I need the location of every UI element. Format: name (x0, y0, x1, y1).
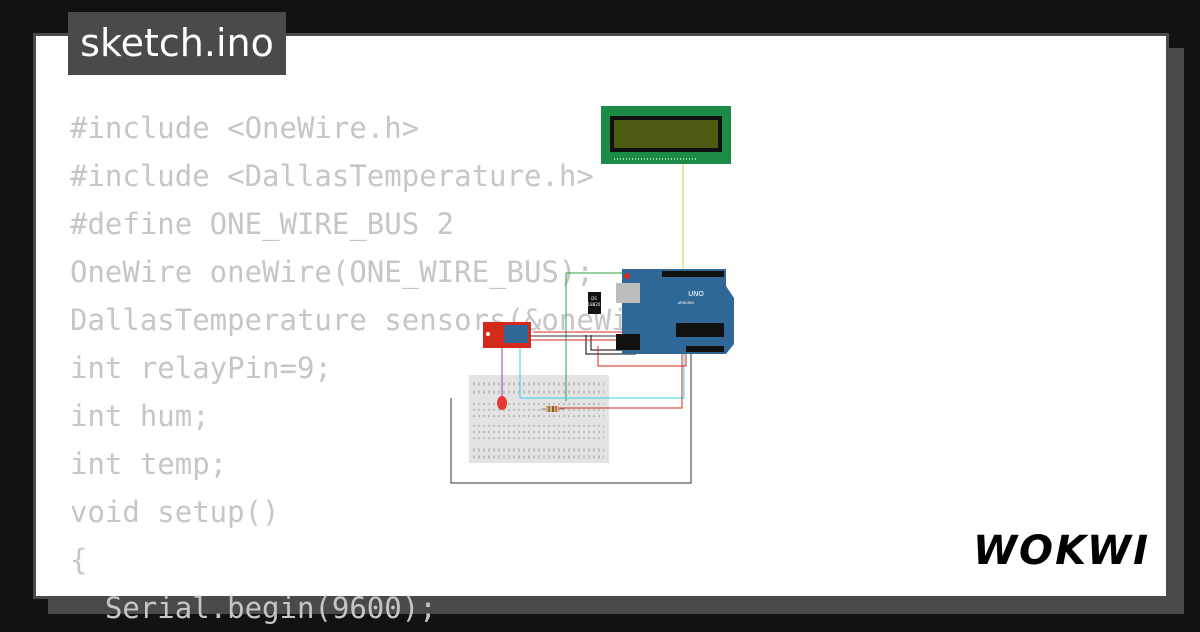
wires (450, 164, 696, 484)
file-title-tab[interactable]: sketch.ino (68, 12, 286, 75)
code-line: int relayPin=9; (70, 351, 332, 385)
board-sub-label: ARDUINO (678, 301, 695, 305)
code-editor: #include <OneWire.h> #include <DallasTemp… (70, 104, 699, 632)
code-line: #include <DallasTemperature.h> (70, 159, 594, 193)
lcd-display[interactable] (601, 106, 731, 164)
code-line: DallasTemperature sensors(&oneWire); (70, 303, 699, 337)
code-line: int hum; (70, 399, 210, 433)
relay-module[interactable] (483, 322, 531, 348)
circuit-diagram: DS 18B20 UNO ARDUINO (450, 106, 734, 484)
code-line: #define ONE_WIRE_BUS 2 (70, 207, 455, 241)
wokwi-logo: WOKWI (972, 528, 1150, 574)
temperature-sensor[interactable]: DS 18B20 (588, 292, 601, 314)
code-line: Serial.begin(9600); (70, 591, 437, 625)
breadboard[interactable] (469, 375, 609, 463)
code-line: int temp; (70, 447, 228, 481)
led[interactable] (497, 396, 507, 410)
board-label: UNO (688, 290, 704, 298)
sensor-label-bottom: 18B20 (588, 302, 601, 307)
code-line: #include <OneWire.h> (70, 111, 420, 145)
arduino-uno[interactable]: UNO ARDUINO (616, 269, 734, 354)
sensor-label-top: DS (591, 296, 597, 301)
code-line: void setup() (70, 495, 280, 529)
code-line: OneWire oneWire(ONE_WIRE_BUS); (70, 255, 594, 289)
resistor[interactable] (541, 406, 564, 412)
code-line: { (70, 543, 88, 577)
preview-card: #include <OneWire.h> #include <DallasTemp… (33, 33, 1169, 625)
